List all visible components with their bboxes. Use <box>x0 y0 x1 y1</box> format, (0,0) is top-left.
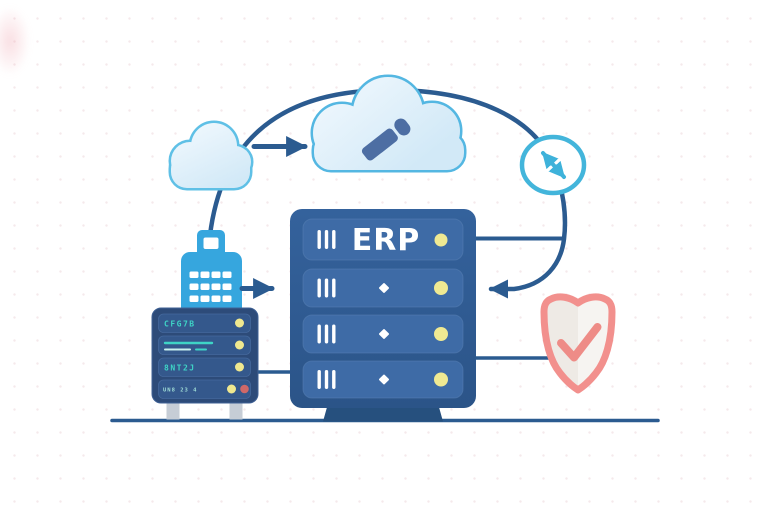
mini-server-icon: CFG7B 8NT2J UN8 23 4 <box>151 307 259 420</box>
server-led-dots <box>227 318 249 394</box>
erp-slot-bars <box>317 230 336 389</box>
shield-border <box>540 293 616 394</box>
calculator-keys <box>189 271 232 302</box>
sync-circle <box>519 134 587 196</box>
calculator-display <box>203 237 219 249</box>
background-smudge <box>0 6 30 76</box>
check-icon <box>557 323 602 362</box>
server-led-red <box>240 384 249 394</box>
server-progress-lines <box>163 341 214 351</box>
erp-slot-diamonds <box>379 283 389 385</box>
pencil-icon <box>361 118 411 161</box>
shield-highlight <box>578 296 612 390</box>
server-leg-left <box>166 401 180 420</box>
erp-tower-icon: ERP <box>290 209 476 422</box>
calculator-icon <box>181 230 242 318</box>
server-indicator-text-1: CFG7B <box>164 320 196 329</box>
erp-led-dots <box>434 233 448 387</box>
cloud-large-icon <box>310 74 467 173</box>
sync-arrows-icon <box>541 151 566 179</box>
shield-check-icon <box>540 293 616 394</box>
arc-connector-loop <box>207 87 568 299</box>
cloud-small-icon <box>168 120 254 191</box>
server-leg-right <box>229 401 243 420</box>
connectors <box>207 87 568 374</box>
server-indicator-text-3: UN8 23 4 <box>163 388 198 394</box>
server-indicator-text-2: 8NT2J <box>164 364 196 373</box>
server-slots <box>158 313 251 399</box>
erp-slot-1 <box>302 218 464 261</box>
erp-label: ERP <box>352 223 421 258</box>
